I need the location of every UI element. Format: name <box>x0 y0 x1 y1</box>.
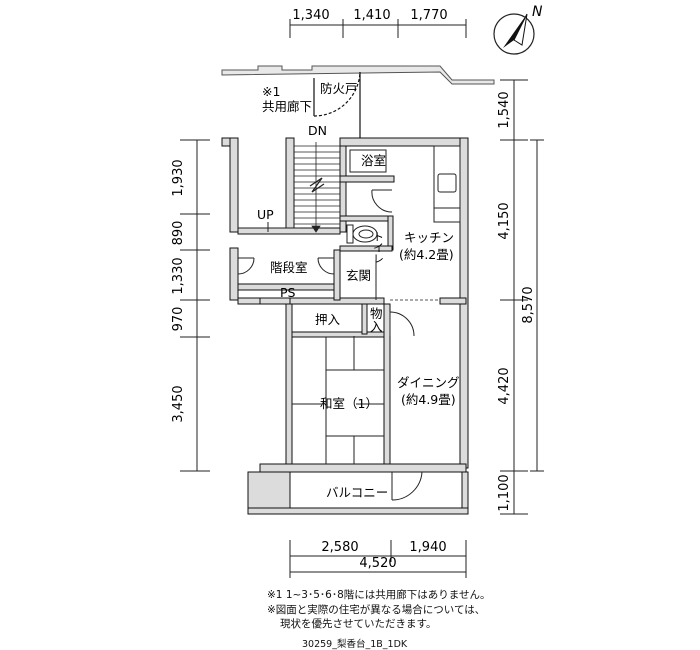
ps-label: PS <box>280 285 296 300</box>
right-dim-2: 4,150 <box>497 202 512 239</box>
note-1: ※1 1~3･5･6･8階には共用廊下はありません。 <box>267 589 491 601</box>
entrance-label: 玄関 <box>346 268 371 283</box>
storage-label-1: 物 <box>370 306 383 321</box>
closet-label: 押入 <box>315 312 341 327</box>
left-dim-5: 3,450 <box>171 385 186 422</box>
tatami-lines <box>292 336 384 464</box>
right-dim-total: 8,570 <box>521 286 536 323</box>
note-3: 現状を優先させていただきます。 <box>280 618 437 630</box>
left-dim-1: 1,930 <box>171 159 186 196</box>
bath-label: 浴室 <box>361 153 386 168</box>
bottom-dim-2: 1,940 <box>409 540 446 555</box>
storage-door <box>389 311 415 337</box>
toilet-label: トイレ <box>372 231 385 264</box>
bottom-dim-1: 2,580 <box>321 540 358 555</box>
north-arrow-icon <box>493 13 535 55</box>
corridor-label: 共用廊下 <box>262 99 312 114</box>
storage-label-2: 入 <box>370 319 383 334</box>
top-dim-3: 1,770 <box>410 8 447 23</box>
washitsu-label: 和室（1） <box>320 396 378 411</box>
toilet-icon <box>346 224 378 244</box>
bathtub <box>349 149 387 173</box>
balcony-door <box>391 471 423 501</box>
right-dim-4: 1,100 <box>497 474 512 511</box>
note-2: ※図面と実際の住宅が異なる場合については、 <box>267 603 486 616</box>
top-dim-2: 1,410 <box>353 8 390 23</box>
balcony-label: バルコニー <box>326 485 388 500</box>
corridor-railing <box>221 65 495 85</box>
stair-down-label: DN <box>308 123 327 138</box>
left-dimension <box>180 139 210 472</box>
left-dim-4: 970 <box>171 307 186 332</box>
stair-hall-door <box>237 257 335 275</box>
right-dim-1: 1,540 <box>497 91 512 128</box>
kitchen-size: (約4.2畳) <box>399 247 454 262</box>
staircase <box>238 142 340 233</box>
north-label: N <box>532 4 543 20</box>
bottom-dimension <box>289 540 467 578</box>
fire-door-label: 防火戸 <box>320 81 358 96</box>
notes: ※1 1~3･5･6･8階には共用廊下はありません。 ※図面と実際の住宅が異なる… <box>267 588 490 632</box>
bottom-dim-total: 4,520 <box>359 556 396 571</box>
kitchen-counter <box>433 145 461 223</box>
bath-door <box>371 189 393 213</box>
dining-label: ダイニング <box>397 375 460 390</box>
right-dimension <box>500 79 544 515</box>
stair-hall-label: 階段室 <box>270 260 308 275</box>
kitchen-label: キッチン <box>404 230 454 245</box>
walls <box>221 137 469 515</box>
stair-up-label: UP <box>257 207 274 222</box>
corridor-ref: ※1 <box>262 84 280 99</box>
right-dim-3: 4,420 <box>497 367 512 404</box>
top-dim-1: 1,340 <box>292 8 329 23</box>
left-dim-3: 1,330 <box>171 257 186 294</box>
plan-code: 30259_梨香台_1B_1DK <box>302 639 408 650</box>
left-dim-2: 890 <box>171 221 186 246</box>
dining-size: (約4.9畳) <box>401 392 456 407</box>
top-dimension <box>289 19 467 38</box>
fire-door <box>313 71 361 138</box>
